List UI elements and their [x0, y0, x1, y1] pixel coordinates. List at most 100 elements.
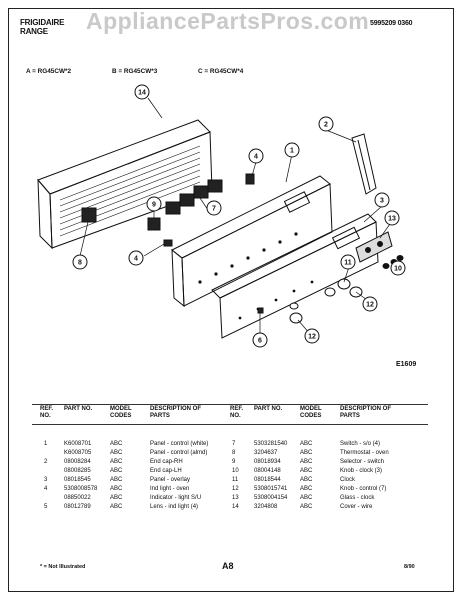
- clock-glass: [355, 231, 393, 263]
- callout-label: 13: [388, 216, 396, 223]
- table-cell-ref: 2: [44, 459, 48, 465]
- watermark: AppliancePartsPros.com: [86, 8, 370, 34]
- callout-label: 10: [394, 266, 402, 273]
- table-cell-ref: 4: [44, 486, 48, 492]
- table-cell-part: 08018544: [254, 477, 281, 483]
- end-cap: [351, 133, 377, 195]
- table-cell-desc: Thermostat - oven: [340, 450, 389, 456]
- footnote: * = Not Illustrated: [40, 564, 86, 570]
- table-cell-part: K6008705: [64, 450, 92, 456]
- table-cell-model: ABC: [300, 477, 313, 483]
- model-c: C = RG45CW*4: [198, 68, 244, 75]
- callout-label: 9: [152, 202, 156, 209]
- table-cell-ref: 10: [232, 468, 239, 474]
- switch-4: [207, 179, 223, 193]
- table-cell-model: ABC: [110, 468, 123, 474]
- table-cell-model: ABC: [110, 477, 123, 483]
- table-cell-model: ABC: [300, 486, 313, 492]
- table-cell-ref: 13: [232, 495, 239, 501]
- figure-code: E1609: [396, 361, 416, 368]
- table-cell-model: ABC: [300, 459, 313, 465]
- callout-1: [284, 142, 300, 158]
- callout-label: 11: [344, 260, 352, 267]
- callout-12-right: [362, 296, 378, 312]
- table-cell-desc: End cap-LH: [150, 468, 182, 474]
- oven-light: [245, 173, 255, 185]
- callout-10: [390, 260, 406, 276]
- callout-14: [134, 84, 150, 100]
- table-cell-desc: Cover - wire: [340, 504, 373, 510]
- table-cell-part: 3204637: [254, 450, 278, 456]
- table-cell-part: 5303281540: [254, 441, 288, 447]
- table-cell-part: 3204808: [254, 504, 278, 510]
- table-cell-model: ABC: [110, 450, 123, 456]
- callout-3: [374, 192, 390, 208]
- callout-label: 12: [366, 302, 374, 309]
- callout-2: [318, 116, 334, 132]
- brand-line-1: FRIGIDAIRE: [20, 18, 65, 27]
- callout-label: 12: [308, 334, 316, 341]
- callout-label: 4: [254, 154, 258, 161]
- callout-8: [72, 254, 88, 270]
- table-cell-desc: Panel - overlay: [150, 477, 191, 483]
- header-model-left: MODEL CODES: [110, 406, 132, 419]
- control-panel-end: [171, 248, 185, 308]
- table-cell-model: ABC: [300, 441, 313, 447]
- table-cell-part: K6008701: [64, 441, 92, 447]
- callout-9: [146, 196, 162, 212]
- header-part-right: PART NO.: [254, 406, 283, 412]
- callout-label: 2: [324, 122, 328, 129]
- header-part-left: PART NO.: [64, 406, 93, 412]
- table-cell-ref: 3: [44, 477, 48, 483]
- callout-4-left: [128, 250, 144, 266]
- callout-11: [340, 254, 356, 270]
- table-cell-desc: Knob - control (7): [340, 486, 387, 492]
- table-cell-model: ABC: [300, 495, 313, 501]
- page-frame: [8, 8, 454, 592]
- callout-label: 7: [212, 206, 216, 213]
- callout-label: 6: [258, 338, 262, 345]
- table-cell-desc: Glass - clock: [340, 495, 375, 501]
- callout-label: 14: [138, 90, 146, 97]
- table-cell-model: ABC: [300, 468, 313, 474]
- table-cell-model: ABC: [110, 495, 123, 501]
- wire-cover-side: [37, 178, 53, 250]
- table-cell-ref: 7: [232, 441, 236, 447]
- table-cell-part: 08008284: [64, 459, 91, 465]
- table-cell-desc: End cap-RH: [150, 459, 183, 465]
- callout-label: 8: [78, 260, 82, 267]
- doc-number: 5995209 0360: [370, 20, 413, 27]
- table-cell-model: ABC: [300, 504, 313, 510]
- model-a: A = RG45CW*2: [26, 68, 72, 75]
- callout-7: [206, 200, 222, 216]
- table-cell-part: 5308015741: [254, 486, 288, 492]
- table-cell-part: 08012789: [64, 504, 91, 510]
- callout-13: [384, 210, 400, 226]
- table-top-rule: [32, 404, 428, 405]
- table-cell-part: 08018934: [254, 459, 281, 465]
- table-cell-ref: 14: [232, 504, 239, 510]
- cover-clip: [81, 207, 97, 223]
- header-ref-right: REF. NO.: [230, 406, 244, 419]
- table-cell-desc: Ind light - oven: [150, 486, 190, 492]
- table-cell-desc: Panel - control (white): [150, 441, 209, 447]
- table-cell-part: 5308004154: [254, 495, 288, 501]
- table-cell-ref: 12: [232, 486, 239, 492]
- table-cell-part: 08004148: [254, 468, 281, 474]
- header-desc-left: DESCRIPTION OF PARTS: [150, 406, 202, 419]
- table-cell-desc: Clock: [340, 477, 356, 483]
- table-cell-model: ABC: [110, 504, 123, 510]
- table-cell-ref: 8: [232, 450, 236, 456]
- page-number: A8: [222, 561, 234, 571]
- overlay-window: [331, 226, 361, 250]
- table-cell-desc: Knob - clock (3): [340, 468, 383, 474]
- table-cell-model: ABC: [110, 459, 123, 465]
- switch-3: [193, 185, 209, 199]
- header-ref-left: REF. NO.: [40, 406, 54, 419]
- table-cell-model: ABC: [110, 486, 123, 492]
- wire-cover: [37, 119, 211, 195]
- model-b: B = RG45CW*3: [112, 68, 158, 75]
- table-cell-ref: 9: [232, 459, 236, 465]
- header-model-right: MODEL CODES: [300, 406, 322, 419]
